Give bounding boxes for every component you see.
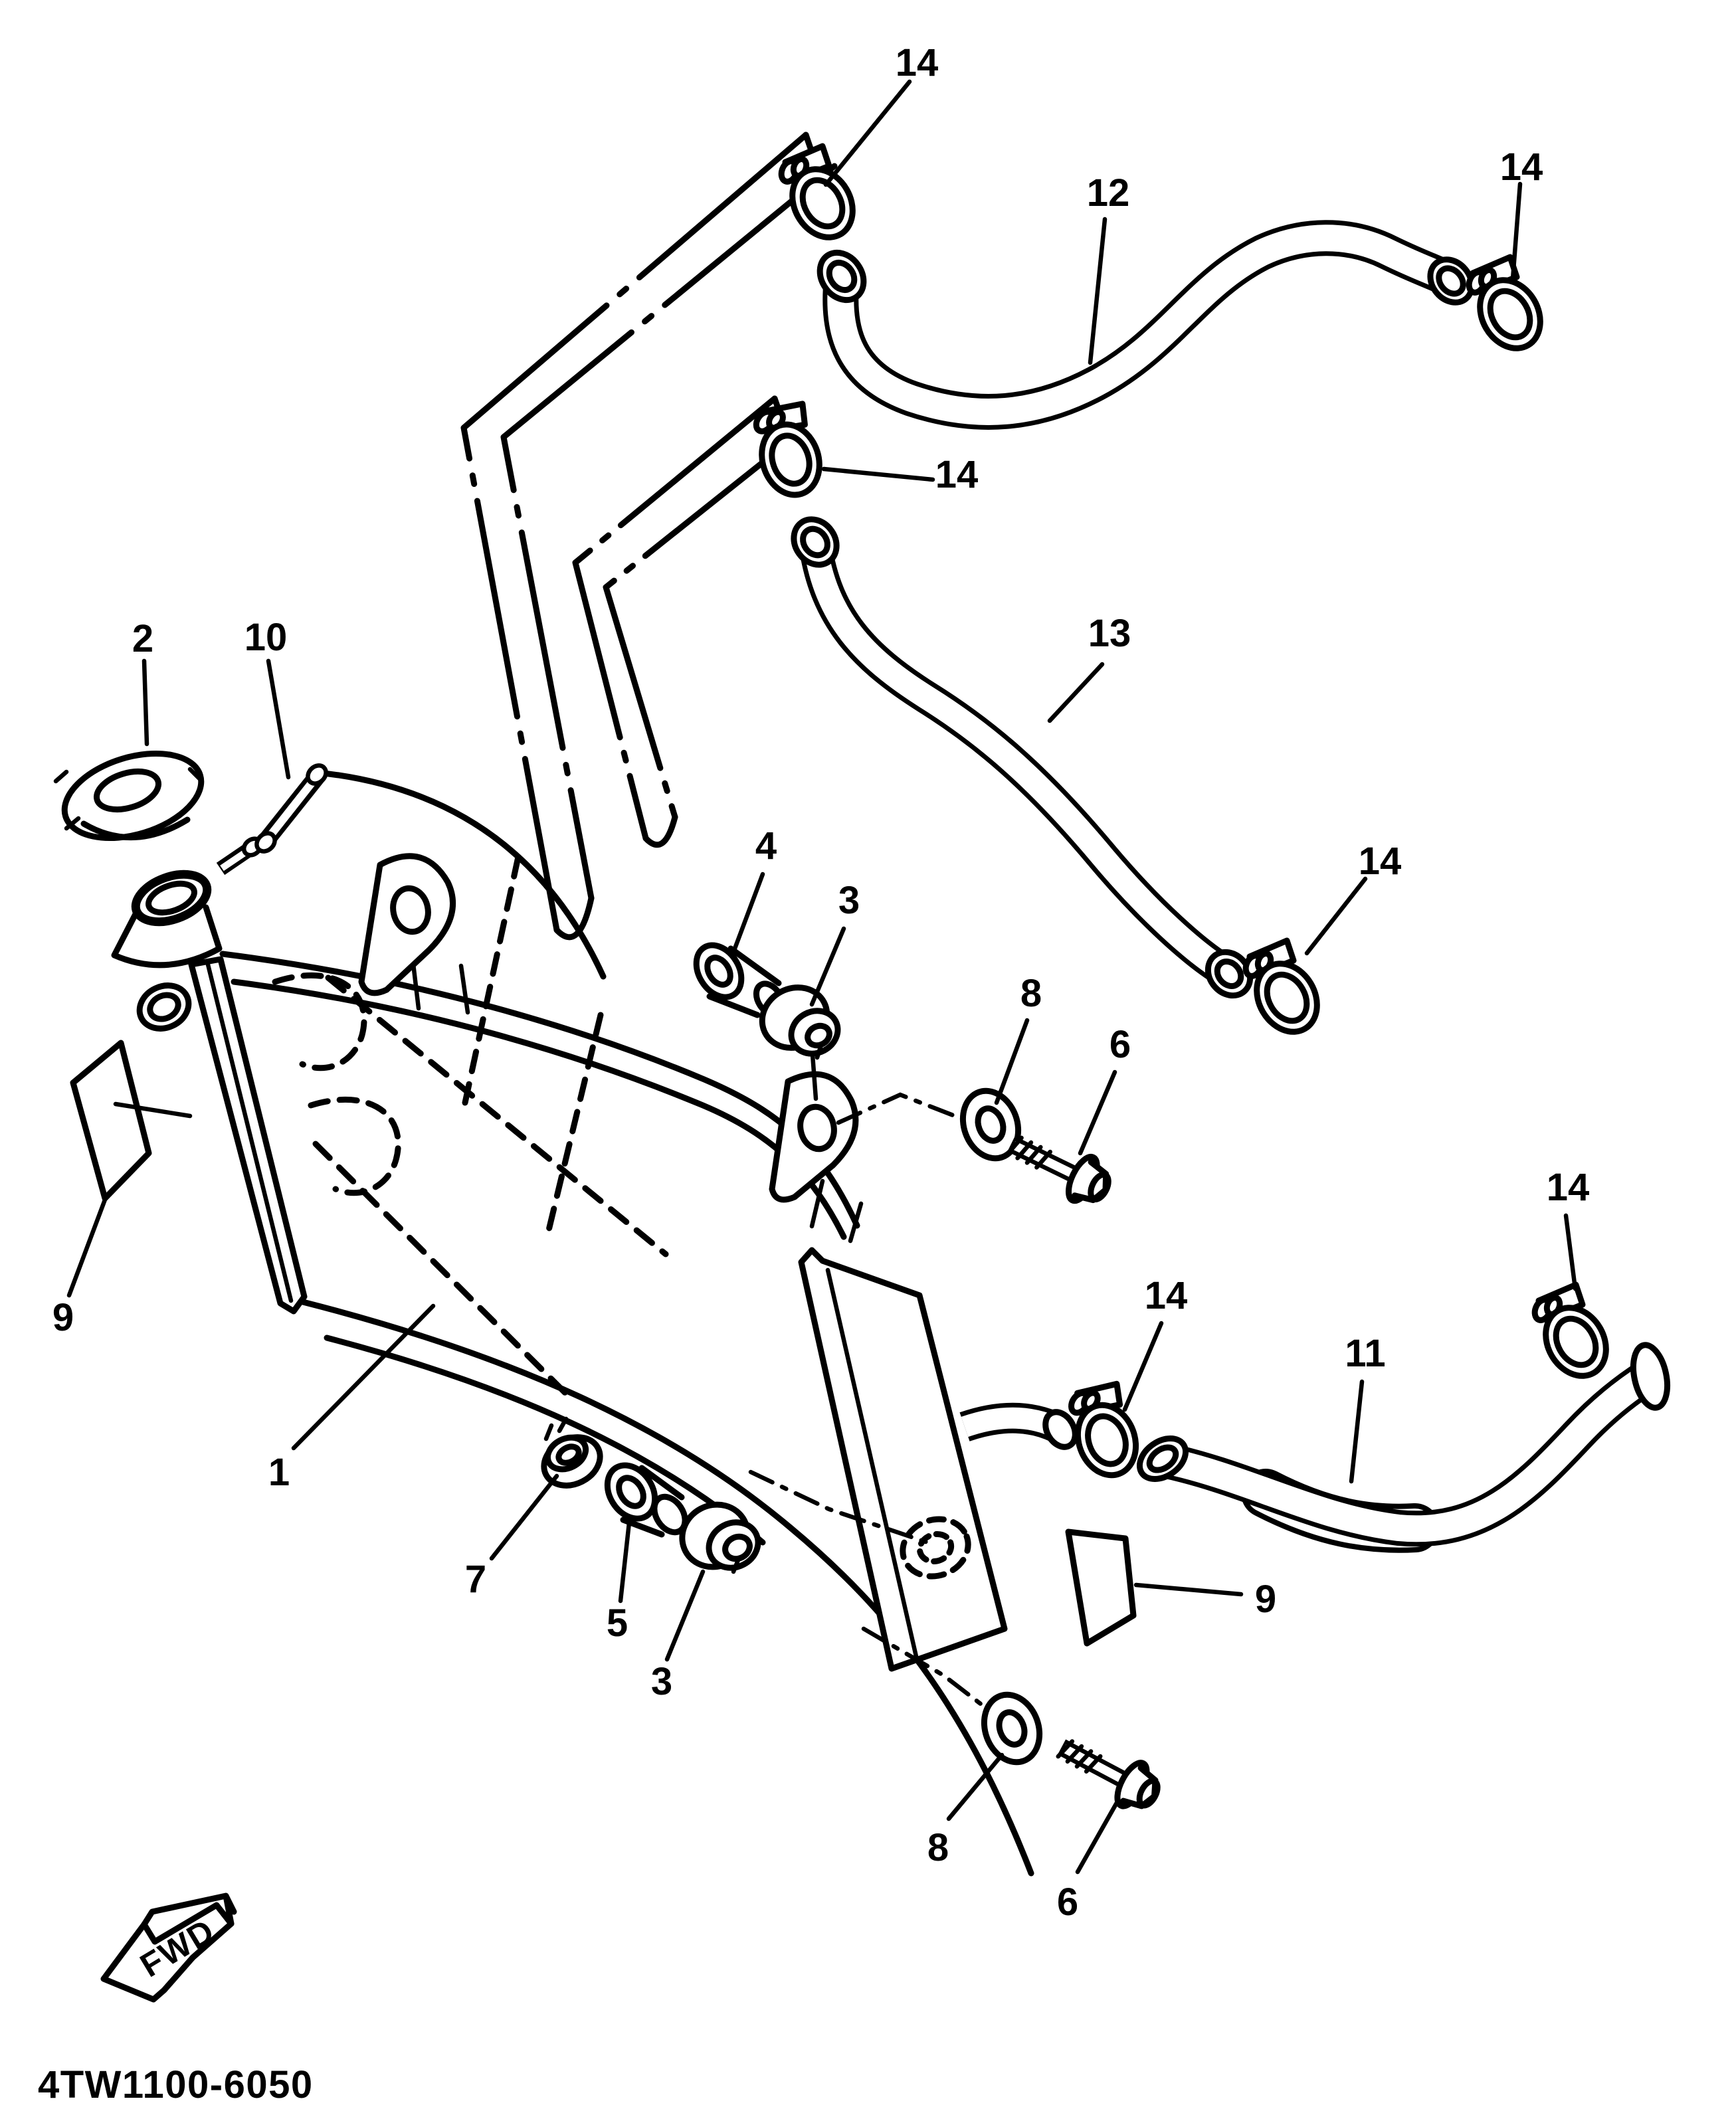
- radiator-side-channel: [188, 956, 308, 1315]
- flange-nut-7: [541, 1416, 603, 1489]
- frame-band-end-cap: [553, 895, 595, 941]
- callout-3: 3: [838, 879, 860, 922]
- dash-dot-reference-lines: [748, 1092, 1003, 1722]
- frame-band-edge: [572, 395, 778, 842]
- frame-outline: [308, 132, 838, 980]
- hose-end: [1630, 1342, 1671, 1411]
- hose-11-lower-radiator-hose: [1136, 1342, 1671, 1553]
- hose-13-radiator-outlet-hose: [791, 516, 1254, 999]
- hose-clamp-14: [1243, 941, 1329, 1043]
- hose-body: [1161, 1365, 1655, 1542]
- callout-6: 6: [1109, 1023, 1131, 1066]
- callout-4: 4: [755, 824, 777, 868]
- callout-8: 8: [927, 1826, 949, 1869]
- hidden-frame-dashed-lines: [312, 854, 669, 1402]
- hose-clamp-14: [779, 146, 865, 248]
- hose-body: [803, 543, 1232, 982]
- callout-14: 14: [1547, 1166, 1590, 1209]
- radiator-mount-ear-right: [769, 1071, 859, 1203]
- frame-tube-arc: [308, 769, 607, 980]
- callout-labels: 14 12 14 14 13 14 2 10 4 3 8 6 14 9 14 1…: [52, 41, 1589, 1924]
- callout-14: 14: [1145, 1274, 1188, 1317]
- callout-14: 14: [1500, 145, 1543, 189]
- callout-9: 9: [52, 1296, 74, 1339]
- callout-14: 14: [935, 453, 979, 496]
- frame-band-edge: [460, 132, 809, 933]
- hose-outline: [822, 220, 1457, 430]
- side-channel-inner-line: [205, 959, 294, 1303]
- hose-end: [791, 516, 840, 568]
- callout-5: 5: [607, 1602, 628, 1645]
- hose-bore: [1146, 1444, 1179, 1473]
- radiator-mount-ear-left: [358, 853, 456, 996]
- radiator-filler-neck: [111, 836, 264, 969]
- caution-sticker-right: [1065, 1528, 1137, 1647]
- hose-bore: [800, 525, 830, 559]
- callout-9: 9: [1255, 1578, 1276, 1621]
- radiator-outlet-elbow: [959, 1402, 1078, 1450]
- hose-clamp-14: [1466, 257, 1553, 359]
- frame-band-edge: [603, 428, 805, 820]
- callout-13: 13: [1088, 612, 1131, 655]
- hose-bore: [826, 260, 858, 293]
- hidden-grommet-dashed-circle: [900, 1516, 971, 1580]
- callout-2: 2: [132, 617, 153, 660]
- callout-14: 14: [896, 41, 939, 84]
- radiator-bottom-edge: [300, 1299, 1034, 1877]
- washer-8-lower: [975, 1687, 1049, 1770]
- hose-bore: [1214, 959, 1244, 989]
- diagram-part-code: 4TW1100-6050: [38, 2063, 314, 2106]
- hose-bore: [1436, 265, 1466, 297]
- fwd-direction-arrow: FWD: [100, 1892, 237, 2003]
- hose-clamp-14: [1532, 1285, 1618, 1387]
- damper-3-lower: [679, 1501, 761, 1574]
- radiator-lower-panel: [798, 1247, 1008, 1672]
- callout-8: 8: [1020, 972, 1042, 1015]
- callout-10: 10: [244, 616, 288, 659]
- flange-bolt-6-lower: [1050, 1726, 1166, 1817]
- hose-12-radiator-inlet-hose: [817, 220, 1475, 430]
- overflow-pipe-10: [254, 763, 328, 854]
- frame-band-end-cap: [642, 814, 678, 848]
- callout-11: 11: [1345, 1332, 1385, 1375]
- callout-7: 7: [465, 1558, 486, 1601]
- callout-1: 1: [268, 1451, 290, 1494]
- damper-3-upper: [759, 984, 841, 1060]
- callout-12: 12: [1087, 171, 1130, 215]
- rail-tick-marks: [409, 950, 864, 1244]
- callout-6: 6: [1057, 1881, 1078, 1924]
- frame-band-edge: [500, 163, 838, 901]
- hose-end: [817, 249, 867, 304]
- hose-body: [827, 225, 1455, 425]
- collar-5: [604, 1462, 688, 1538]
- callout-3: 3: [651, 1660, 672, 1703]
- callout-leader-lines: [66, 79, 1578, 1875]
- radiator-cap: [53, 750, 205, 842]
- caution-sticker-left: [70, 1040, 193, 1202]
- callout-14: 14: [1359, 840, 1402, 883]
- radiator-left-pipe-stub: [136, 982, 192, 1032]
